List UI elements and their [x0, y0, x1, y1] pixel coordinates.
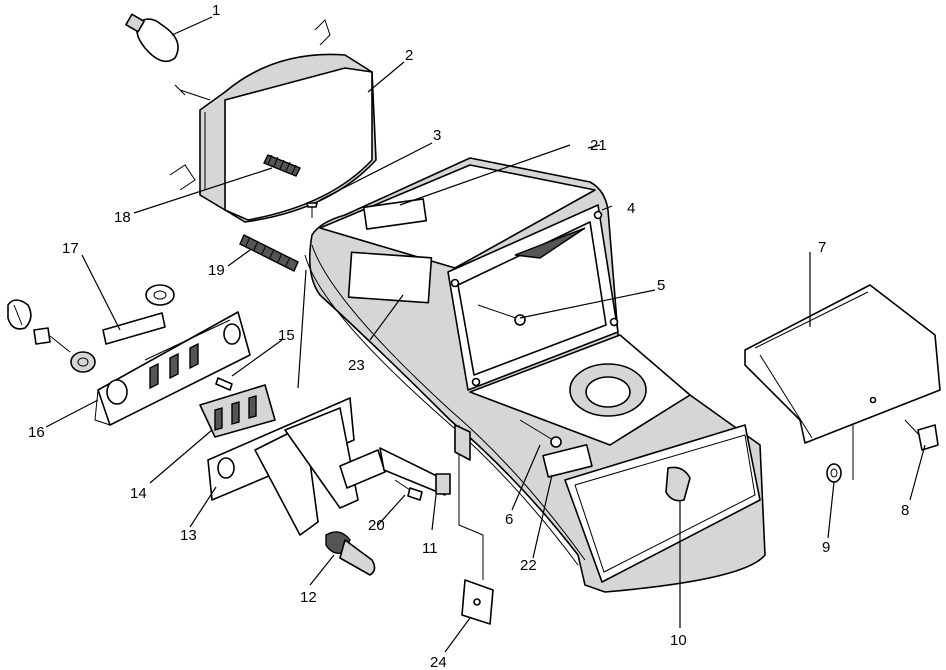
- headlight-bulb: [125, 13, 179, 63]
- callout-12: 12: [300, 589, 317, 606]
- spring-lower: [239, 234, 299, 272]
- bolt-6: [519, 419, 562, 448]
- spring-upper: [263, 154, 301, 177]
- switch-11: [339, 447, 451, 496]
- callout-3: 3: [433, 127, 441, 144]
- callout-1: 1: [212, 2, 220, 19]
- headlight-housing: [169, 19, 377, 223]
- callout-22: 22: [520, 557, 537, 574]
- screw-20: [394, 479, 423, 501]
- callout-19: 19: [208, 262, 225, 279]
- plate-17: [102, 312, 166, 345]
- callout-15: 15: [278, 327, 295, 344]
- callout-16: 16: [28, 424, 45, 441]
- callout-labels: 1 2 3 4 5 6 7 8 9 10 11 12 13 14 15 16 1…: [28, 2, 909, 670]
- bulb-socket-12: [325, 531, 376, 576]
- callout-10: 10: [670, 632, 687, 649]
- callout-4: 4: [627, 200, 635, 217]
- callout-6: 6: [505, 511, 513, 528]
- bracket-13: [207, 397, 359, 536]
- washer-9: [826, 463, 842, 483]
- callout-14: 14: [130, 485, 147, 502]
- callout-20: 20: [368, 517, 385, 534]
- cover-plate: [744, 284, 941, 480]
- callout-18: 18: [114, 209, 131, 226]
- hood-console: [304, 157, 766, 593]
- bracket-24: [454, 424, 494, 625]
- ignition-key: [7, 299, 96, 373]
- callout-23: 23: [348, 357, 365, 374]
- callout-5: 5: [657, 277, 665, 294]
- callout-7: 7: [818, 239, 826, 256]
- callout-13: 13: [180, 527, 197, 544]
- callout-21: 21: [590, 137, 607, 154]
- callout-9: 9: [822, 539, 830, 556]
- callout-24: 24: [430, 654, 447, 670]
- bolt-8: [904, 419, 939, 451]
- callout-2: 2: [405, 47, 413, 64]
- switch-bracket-16: [94, 311, 251, 426]
- callout-8: 8: [901, 502, 909, 519]
- grommet: [145, 284, 175, 306]
- screw-3: [306, 202, 318, 218]
- callout-17: 17: [62, 240, 79, 257]
- connector-14: [199, 377, 276, 438]
- leader-lines: [45, 16, 926, 653]
- callout-11: 11: [422, 540, 438, 557]
